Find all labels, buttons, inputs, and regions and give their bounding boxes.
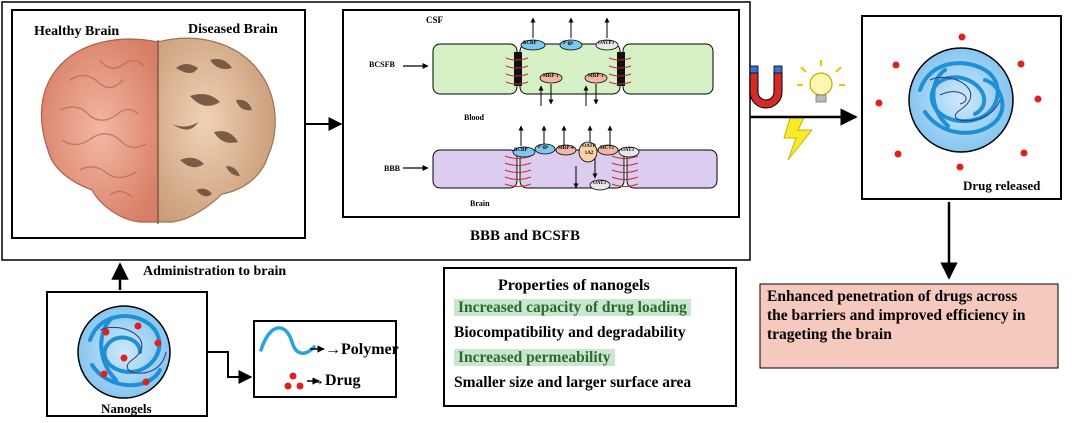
healthy-brain-label: Healthy Brain bbox=[34, 24, 120, 39]
barrier-diagram bbox=[342, 9, 740, 218]
property-item: Increased permeability bbox=[454, 349, 615, 367]
transporter-bbb-oat3-lower: OAT3 bbox=[593, 181, 606, 186]
transporter-oatp3: OATP3 bbox=[598, 41, 615, 46]
drug-symbol bbox=[289, 372, 297, 380]
brain-label: Brain bbox=[470, 199, 490, 208]
lightbulb-icon bbox=[797, 60, 845, 103]
bcsfb-cell-mid bbox=[519, 43, 621, 95]
outcome-line-2: the barriers and improved efficiency in bbox=[767, 307, 1026, 324]
polymer-network bbox=[918, 61, 1005, 135]
outcome-line-1: Enhanced penetration of drugs across bbox=[767, 288, 1018, 305]
outcome-line-3: trageting the brain bbox=[767, 326, 892, 343]
outcome-text: Enhanced penetration of drugs across the… bbox=[767, 287, 1025, 344]
bcsfb-label: BCSFB bbox=[369, 60, 395, 69]
bbb-cell-right bbox=[626, 149, 718, 189]
transporter-bbb-pgp: P-gp bbox=[538, 145, 548, 150]
brain-panel bbox=[11, 9, 306, 239]
drug-label-text: Drug bbox=[325, 372, 361, 389]
released-drug-dots bbox=[875, 33, 1042, 171]
transporter-bbb-oat3: OAT3 bbox=[621, 148, 634, 153]
polymer-symbol bbox=[259, 326, 316, 355]
transporter-mrp1-right: MRP-1 bbox=[588, 74, 604, 79]
properties-list: Increased capacity of drug loading Bioco… bbox=[446, 297, 734, 403]
barrier-caption: BBB and BCSFB bbox=[470, 228, 581, 244]
drug-label: →Drug bbox=[309, 372, 361, 389]
transporter-mrp1-left: MRP-1 bbox=[543, 74, 559, 79]
nanogel-panel bbox=[46, 291, 208, 417]
properties-title: Properties of nanogels bbox=[498, 277, 650, 294]
nanogel-polymer bbox=[88, 314, 162, 388]
transporter-bbb-bcrp: BCRP bbox=[514, 148, 528, 153]
arrow-to-legend bbox=[207, 351, 253, 384]
drug-release-panel bbox=[861, 15, 1062, 200]
property-item: Increased capacity of drug loading bbox=[454, 299, 691, 317]
diseased-brain-label: Diseased Brain bbox=[188, 22, 278, 37]
top-left-panel bbox=[1, 1, 751, 261]
nanogel-drug-dots bbox=[100, 322, 162, 386]
nanogels-label: Nanogels bbox=[101, 401, 152, 416]
polymer-label-text: Polymer bbox=[341, 341, 399, 358]
drug-released-label: Drug released bbox=[963, 178, 1041, 193]
outcome-box bbox=[759, 283, 1059, 369]
csf-label: CSF bbox=[426, 15, 444, 25]
diseased-brain-illustration bbox=[157, 37, 276, 223]
property-item: Biocompatibility and degradability bbox=[454, 324, 686, 341]
magnet-icon bbox=[749, 65, 783, 109]
bbb-cell-left bbox=[432, 149, 518, 189]
administration-label: Administration to brain bbox=[143, 264, 287, 279]
transporter-bbb-oatp1a2: OATP 1A2 bbox=[582, 144, 596, 156]
transporter-bbb-mrp4: MRP-4 bbox=[558, 146, 574, 151]
transporter-pgp: P-gp bbox=[563, 41, 573, 46]
bbb-label: BBB bbox=[384, 164, 401, 173]
bcsfb-cell-left bbox=[432, 43, 518, 95]
polymer-label: →Polymer bbox=[325, 341, 399, 358]
bcsfb-cell-right bbox=[622, 43, 714, 95]
transporter-bbb-mct1: MCT1 bbox=[600, 146, 615, 151]
legend-box bbox=[253, 320, 397, 398]
lightning-icon bbox=[783, 117, 814, 161]
properties-box bbox=[443, 267, 737, 407]
blood-label: Blood bbox=[464, 113, 485, 122]
transporter-bcrp: BCRP bbox=[523, 41, 537, 46]
property-item: Smaller size and larger surface area bbox=[454, 374, 692, 391]
